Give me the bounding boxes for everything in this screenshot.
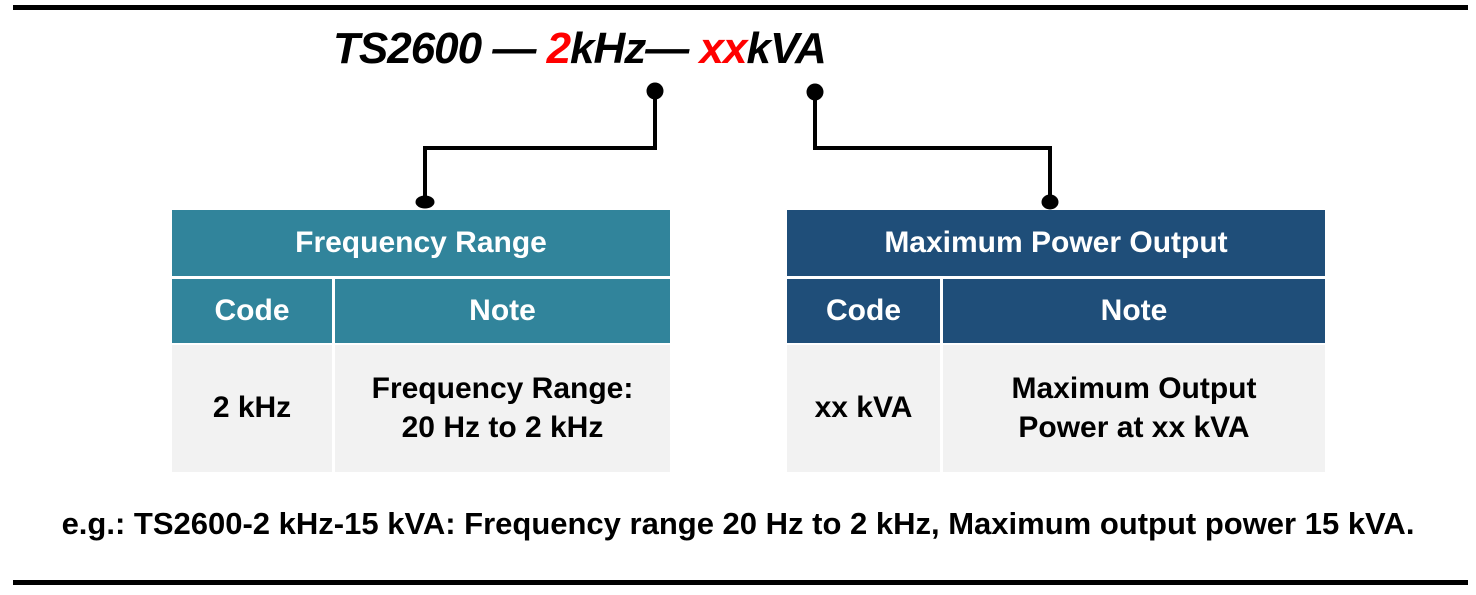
frequency-connector-top-dot bbox=[646, 82, 664, 100]
power-connector-top-dot bbox=[806, 83, 824, 101]
frequency-note-line-2: 20 Hz to 2 kHz bbox=[401, 410, 604, 444]
frequency-range-table-title: Frequency Range bbox=[172, 210, 670, 279]
max-power-table-title: Maximum Power Output bbox=[787, 210, 1325, 279]
power-code-value: xx kVA bbox=[787, 345, 943, 472]
frequency-range-table: Frequency Range Code Note 2 kHz Frequenc… bbox=[172, 210, 670, 472]
frequency-note-column-header: Note bbox=[335, 279, 670, 343]
power-note-value: Maximum Output Power at xx kVA bbox=[943, 345, 1325, 472]
title-frequency-code: 2 bbox=[546, 24, 572, 73]
frequency-range-table-header-row: Code Note bbox=[172, 279, 670, 345]
frequency-code-column-header: Code bbox=[172, 279, 335, 343]
model-number-title: TS2600 — 2kHz— xxkVA bbox=[333, 24, 827, 74]
power-note-line-2: Power at xx kVA bbox=[1018, 410, 1250, 444]
frequency-range-table-row: 2 kHz Frequency Range: 20 Hz to 2 kHz bbox=[172, 345, 670, 472]
top-divider bbox=[13, 5, 1468, 10]
frequency-note-line-1: Frequency Range: bbox=[371, 372, 634, 406]
power-connector bbox=[813, 93, 1052, 200]
example-text: e.g.: TS2600-2 kHz-15 kVA: Frequency ran… bbox=[61, 506, 1415, 541]
power-note-column-header: Note bbox=[943, 279, 1325, 343]
frequency-note-value: Frequency Range: 20 Hz to 2 kHz bbox=[335, 345, 670, 472]
title-model-prefix: TS2600 — bbox=[333, 24, 547, 73]
max-power-output-table: Maximum Power Output Code Note xx kVA Ma… bbox=[787, 210, 1325, 472]
max-power-table-row: xx kVA Maximum Output Power at xx kVA bbox=[787, 345, 1325, 472]
title-power-code: xx bbox=[699, 24, 748, 73]
power-connector-bottom-dot bbox=[1041, 194, 1059, 210]
frequency-connector bbox=[423, 92, 657, 200]
title-frequency-unit: kHz— bbox=[570, 24, 700, 73]
bottom-divider bbox=[13, 580, 1468, 585]
max-power-table-header-row: Code Note bbox=[787, 279, 1325, 345]
power-code-column-header: Code bbox=[787, 279, 943, 343]
power-note-line-1: Maximum Output bbox=[1011, 372, 1257, 406]
title-power-unit: kVA bbox=[746, 24, 826, 73]
frequency-connector-bottom-dot bbox=[415, 195, 435, 209]
frequency-code-value: 2 kHz bbox=[172, 345, 335, 472]
